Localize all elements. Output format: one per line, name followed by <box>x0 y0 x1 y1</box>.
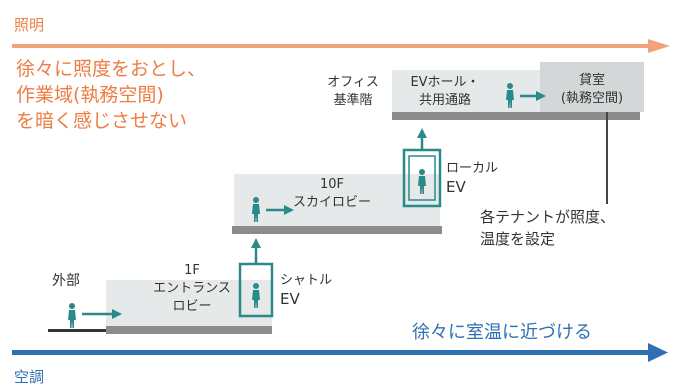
sky-lobby-floor <box>232 226 442 234</box>
tenant-setting-note-1: 各テナントが照度、 <box>480 208 616 226</box>
entrance-lobby-floor <box>106 326 272 334</box>
ev-hall-label-2: 共用通路 <box>418 93 471 108</box>
aircon-caption: 徐々に室温に近づける <box>412 322 592 343</box>
lighting-line-2: 作業域(執務空間) <box>16 84 164 106</box>
local-elevator-icon <box>402 128 442 208</box>
entrance-lobby-name-2: ロビー <box>172 299 212 314</box>
tenant-label-1: 貸室 <box>578 73 605 88</box>
tenant-setting-note: 各テナントが照度、 温度を設定 <box>480 206 615 250</box>
office-floor-label: オフィス 基準階 <box>318 74 388 110</box>
sky-lobby-name: スカイロビー <box>292 195 371 210</box>
lighting-title: 照明 <box>14 16 45 34</box>
local-ev-label: ローカル EV <box>446 160 498 196</box>
lighting-line-1: 徐々に照度をおとし、 <box>16 58 207 80</box>
entrance-lobby-label: 1F エントランス ロビー <box>140 262 244 316</box>
shuttle-ev-label-2: EV <box>280 290 300 308</box>
lighting-line-3: を暗く感じさせない <box>16 110 188 132</box>
arrow-icon-outside <box>82 309 122 319</box>
lighting-arrow <box>12 38 672 53</box>
lighting-description: 徐々に照度をおとし、 作業域(執務空間) を暗く感じさせない <box>16 56 206 134</box>
sky-lobby-pad <box>234 174 440 226</box>
ev-hall-label: EVホール・ 共用通路 <box>396 74 494 110</box>
sky-lobby-label: 10F スカイロビー <box>280 176 384 212</box>
office-floor-line <box>392 112 640 120</box>
shuttle-ev-label: シャトル EV <box>280 272 332 308</box>
shuttle-ev-label-1: シャトル <box>280 273 333 288</box>
aircon-title: 空調 <box>14 368 45 386</box>
office-floor-label-1: オフィス <box>327 75 379 90</box>
note-leader-line <box>606 112 608 204</box>
ev-hall-label-1: EVホール・ <box>410 75 480 90</box>
lighting-arrow-shape <box>12 39 670 53</box>
sky-lobby-floor-number: 10F <box>319 177 345 192</box>
tenant-label-2: (執務空間) <box>560 91 624 106</box>
entrance-lobby-pad <box>106 280 272 326</box>
outside-ground <box>48 329 106 332</box>
entrance-lobby-floor-number: 1F <box>184 263 200 278</box>
tenant-setting-note-2: 温度を設定 <box>480 230 556 248</box>
tenant-label: 貸室 (執務空間) <box>540 72 644 108</box>
local-ev-label-2: EV <box>446 178 466 196</box>
aircon-arrow <box>12 343 668 362</box>
arrow-icon-ev-hall <box>520 91 546 101</box>
shuttle-elevator-icon <box>238 238 274 318</box>
tenant-pad <box>540 62 644 112</box>
local-ev-label-1: ローカル <box>446 161 499 176</box>
entrance-lobby-name-1: エントランス <box>153 281 231 296</box>
person-icon-ev-hall <box>506 83 514 108</box>
arrow-icon-sky-lobby <box>266 205 294 215</box>
person-icon-outside <box>68 303 76 328</box>
outside-label: 外部 <box>52 273 80 289</box>
office-floor-label-2: 基準階 <box>333 93 373 108</box>
person-icon-sky-lobby <box>252 197 260 222</box>
